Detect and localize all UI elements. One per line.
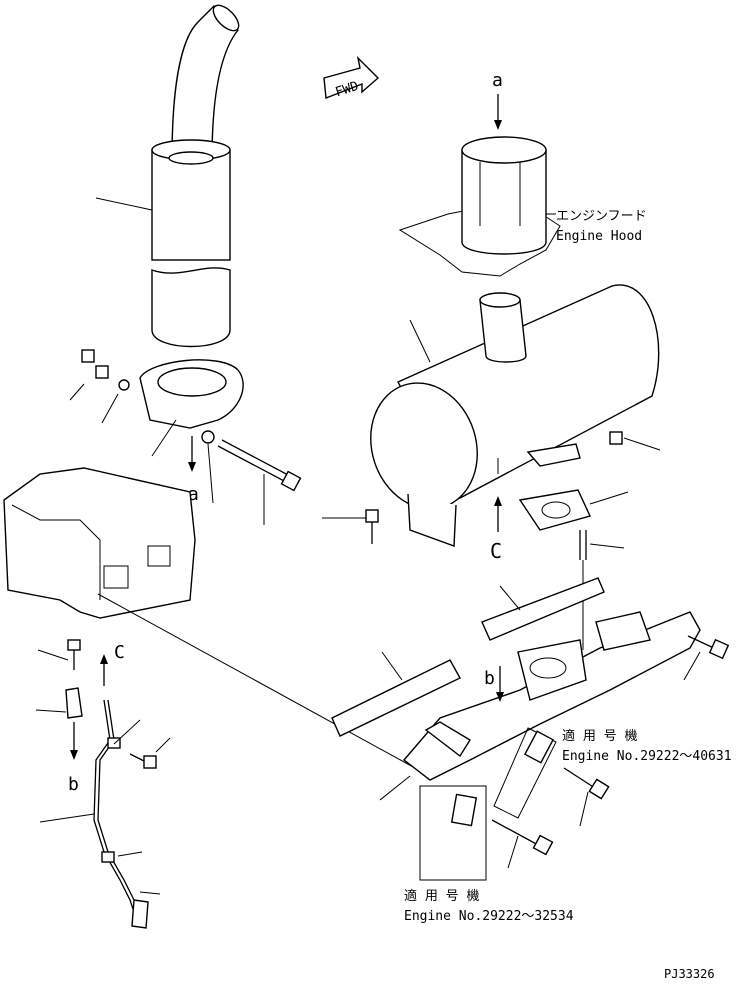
view-arrow-c-lower: C [100,642,125,686]
fwd-label: FWD [334,79,361,101]
view-marker-a-upper: a [492,70,503,91]
view-arrow-a-upper: a [492,70,503,130]
nut-1 [81,349,95,363]
manifold-gaskets [331,577,605,737]
view-marker-a-lower: a [188,484,199,505]
bolt-left [365,509,379,523]
view-marker-c-upper: C [490,539,502,563]
muffler-gasket [518,489,591,531]
applicability-note-1: 適 用 号 機 Engine No.29222～40631 [562,728,732,764]
applicability-note-2-en: Engine No.29222～32534 [404,909,574,924]
engine-hood-sleeve [398,136,561,277]
applicability-note-1-en: Engine No.29222～40631 [562,749,732,764]
view-arrow-b-lower: b [68,722,79,795]
nut-2 [95,365,109,379]
exhaust-stack-pipe [95,4,240,348]
view-arrow-c-upper: C [490,496,502,563]
drawing-code: PJ33326 [664,967,715,981]
view-marker-b-lower: b [68,774,79,795]
engine-hood-label-en: Engine Hood [556,229,642,244]
pipe-clamp [69,349,244,504]
applicability-note-2-jp: 適 用 号 機 [404,888,479,904]
applicability-note-2: 適 用 号 機 Engine No.29222～32534 [404,888,574,924]
view-marker-b-upper: b [484,668,495,689]
spacer-upper [493,727,557,819]
oil-tube-assembly [35,639,171,929]
stud [579,530,625,650]
view-arrow-b-upper: b [484,666,504,702]
muffler [370,284,660,547]
long-bolt [217,439,302,525]
engine-cylinder-head [3,467,416,769]
applicability-note-1-jp: 適 用 号 機 [562,728,637,744]
nut-right [609,431,623,445]
engine-hood-label: エンジンフード Engine Hood [556,209,647,244]
exhaust-manifold [379,611,701,801]
view-arrow-a-lower: a [188,436,199,505]
fwd-direction-arrow: FWD [323,55,380,101]
engine-hood-label-jp: エンジンフード [556,209,647,224]
washer-2 [201,430,215,444]
muffler-fasteners [322,431,661,544]
manifold-bolts [491,635,730,869]
spacer-lower [419,785,487,881]
view-marker-c-lower: C [114,642,125,663]
washer-1 [118,379,130,391]
